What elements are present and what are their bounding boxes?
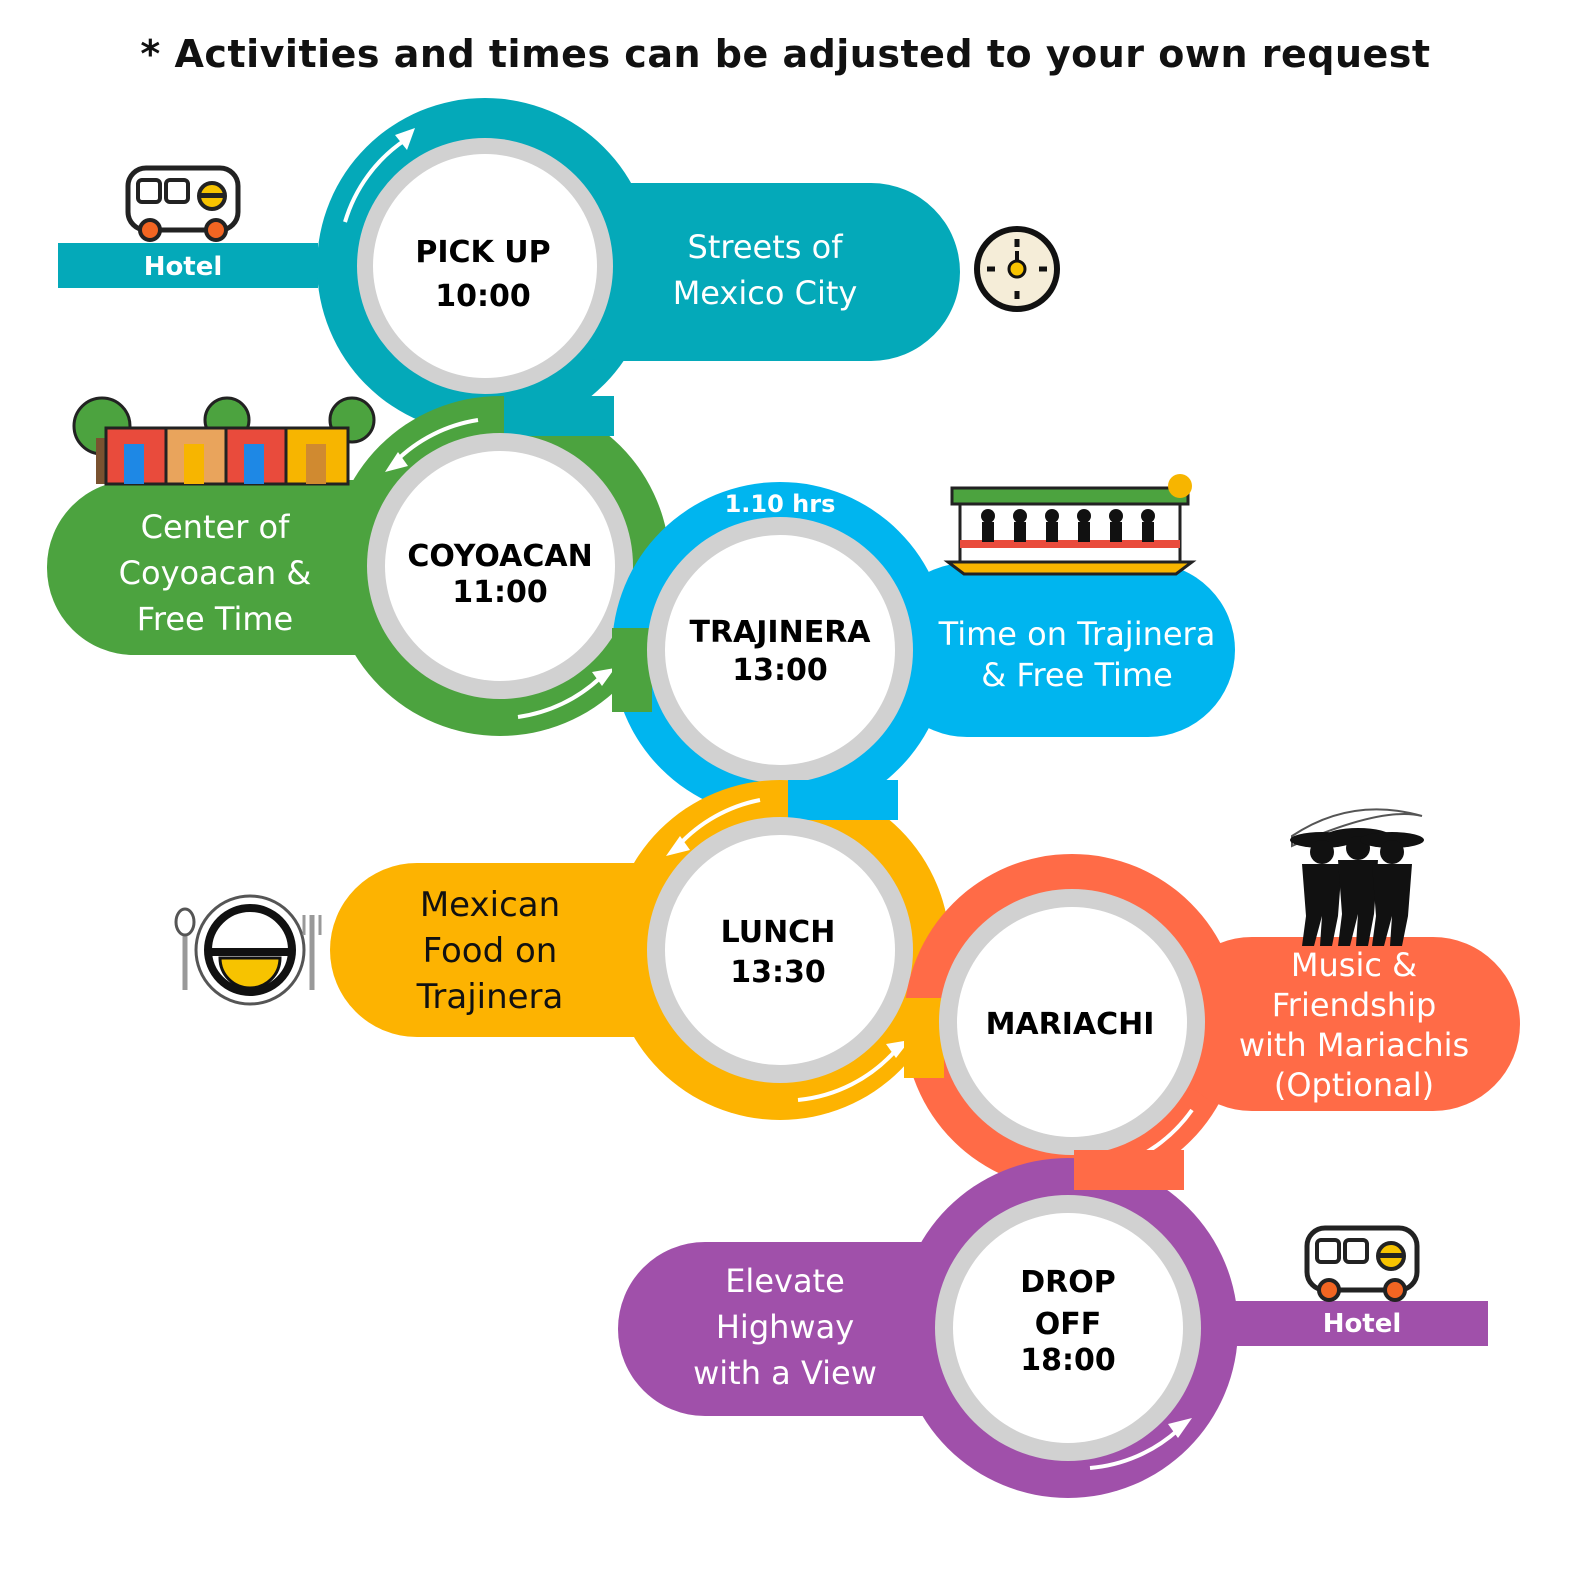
mariachi-desc-4: (Optional) (1274, 1066, 1434, 1104)
pickup-name: PICK UP (415, 235, 550, 270)
adjustment-note: * Activities and times can be adjusted t… (140, 32, 1431, 76)
stop-dropoff: DROP OFF 18:00 Elevate Highway with a Vi… (618, 1150, 1488, 1498)
lunch-desc-1: Mexican (420, 885, 560, 925)
lunch-arrow-head (666, 836, 690, 856)
boat-icon (943, 474, 1197, 576)
coyoacan-name: COYOACAN (407, 539, 592, 574)
coyoacan-desc-2: Coyoacan & (119, 554, 312, 592)
coyoacan-connector (504, 396, 614, 436)
stop-pickup: PICK UP 10:00 Streets of Mexico City Hot… (58, 98, 960, 434)
trajinera-name: TRAJINERA (689, 615, 871, 650)
coyoacan-arrow-head (385, 452, 408, 472)
pickup-node (373, 154, 597, 378)
pickup-arrow-head (395, 128, 415, 150)
bus-icon-end (1304, 1225, 1420, 1302)
trajinera-connector (612, 628, 652, 712)
dropoff-desc-2: Highway (716, 1308, 854, 1346)
lunch-desc-2: Food on (423, 931, 558, 971)
mariachi-desc-1: Music & (1291, 946, 1417, 984)
hotel-start-road (58, 243, 318, 288)
mariachi-desc-2: Friendship (1272, 986, 1437, 1024)
coyoacan-arrow (393, 418, 479, 464)
lunch-time: 13:30 (730, 955, 826, 990)
coyoacan-arrow-2 (517, 676, 602, 719)
houses-icon (72, 396, 376, 486)
hotel-end-road (1200, 1301, 1488, 1346)
dropoff-name-2: OFF (1035, 1307, 1102, 1342)
stop-coyoacan: COYOACAN 11:00 Center of Coyoacan & Free… (47, 396, 670, 736)
hotel-end-label: Hotel (1323, 1309, 1402, 1339)
pickup-description-pill (520, 183, 960, 361)
lunch-connector (788, 780, 898, 820)
coyoacan-desc-3: Free Time (137, 600, 293, 638)
lunch-arrow-2 (797, 1048, 898, 1102)
dropoff-name-1: DROP (1020, 1265, 1116, 1300)
pickup-desc-1: Streets of (688, 228, 844, 266)
dropoff-connector (1074, 1150, 1184, 1190)
coyoacan-node (385, 451, 615, 681)
dropoff-node (953, 1213, 1183, 1443)
dropoff-desc-1: Elevate (725, 1262, 845, 1300)
lunch-node (665, 835, 895, 1065)
mariachi-desc-3: with Mariachis (1239, 1026, 1469, 1064)
lunch-name: LUNCH (721, 915, 836, 950)
dropoff-time: 18:00 (1020, 1343, 1116, 1378)
trajinera-description-pill (880, 563, 1235, 737)
stop-mariachi: MARIACHI Music & Friendship with Mariach… (904, 854, 1520, 1190)
trajinera-desc-1: Time on Trajinera (938, 615, 1216, 653)
coyoacan-time: 11:00 (452, 575, 548, 610)
dropoff-desc-3: with a View (693, 1354, 877, 1392)
mariachi-name: MARIACHI (986, 1007, 1155, 1042)
mariachi-connector (904, 998, 944, 1078)
trajinera-node (665, 535, 895, 765)
pickup-time: 10:00 (435, 279, 531, 314)
mariachi-node (957, 907, 1187, 1137)
trajinera-duration: 1.10 hrs (725, 490, 836, 518)
pickup-arrow (343, 138, 407, 223)
stop-lunch: LUNCH 13:30 Mexican Food on Trajinera (330, 780, 950, 1120)
lunch-arrow (676, 798, 761, 848)
dropoff-arrow (1089, 1428, 1180, 1470)
trajinera-desc-2: & Free Time (981, 656, 1173, 694)
lunch-desc-3: Trajinera (416, 977, 564, 1017)
mariachi-icon (1290, 808, 1424, 946)
plate-icon (174, 894, 322, 1006)
pickup-desc-2: Mexico City (673, 274, 858, 312)
clock-icon (974, 226, 1060, 312)
hotel-start-label: Hotel (144, 252, 223, 282)
coyoacan-desc-1: Center of (141, 508, 290, 546)
bus-icon (125, 165, 241, 242)
mariachi-description-pill (1165, 937, 1520, 1111)
dropoff-arrow-head (1168, 1418, 1192, 1438)
stop-trajinera: TRAJINERA 13:00 1.10 hrs Time on Trajine… (612, 482, 1235, 818)
trajinera-time: 13:00 (732, 653, 828, 688)
coyoacan-arrow-2-head (592, 668, 615, 686)
